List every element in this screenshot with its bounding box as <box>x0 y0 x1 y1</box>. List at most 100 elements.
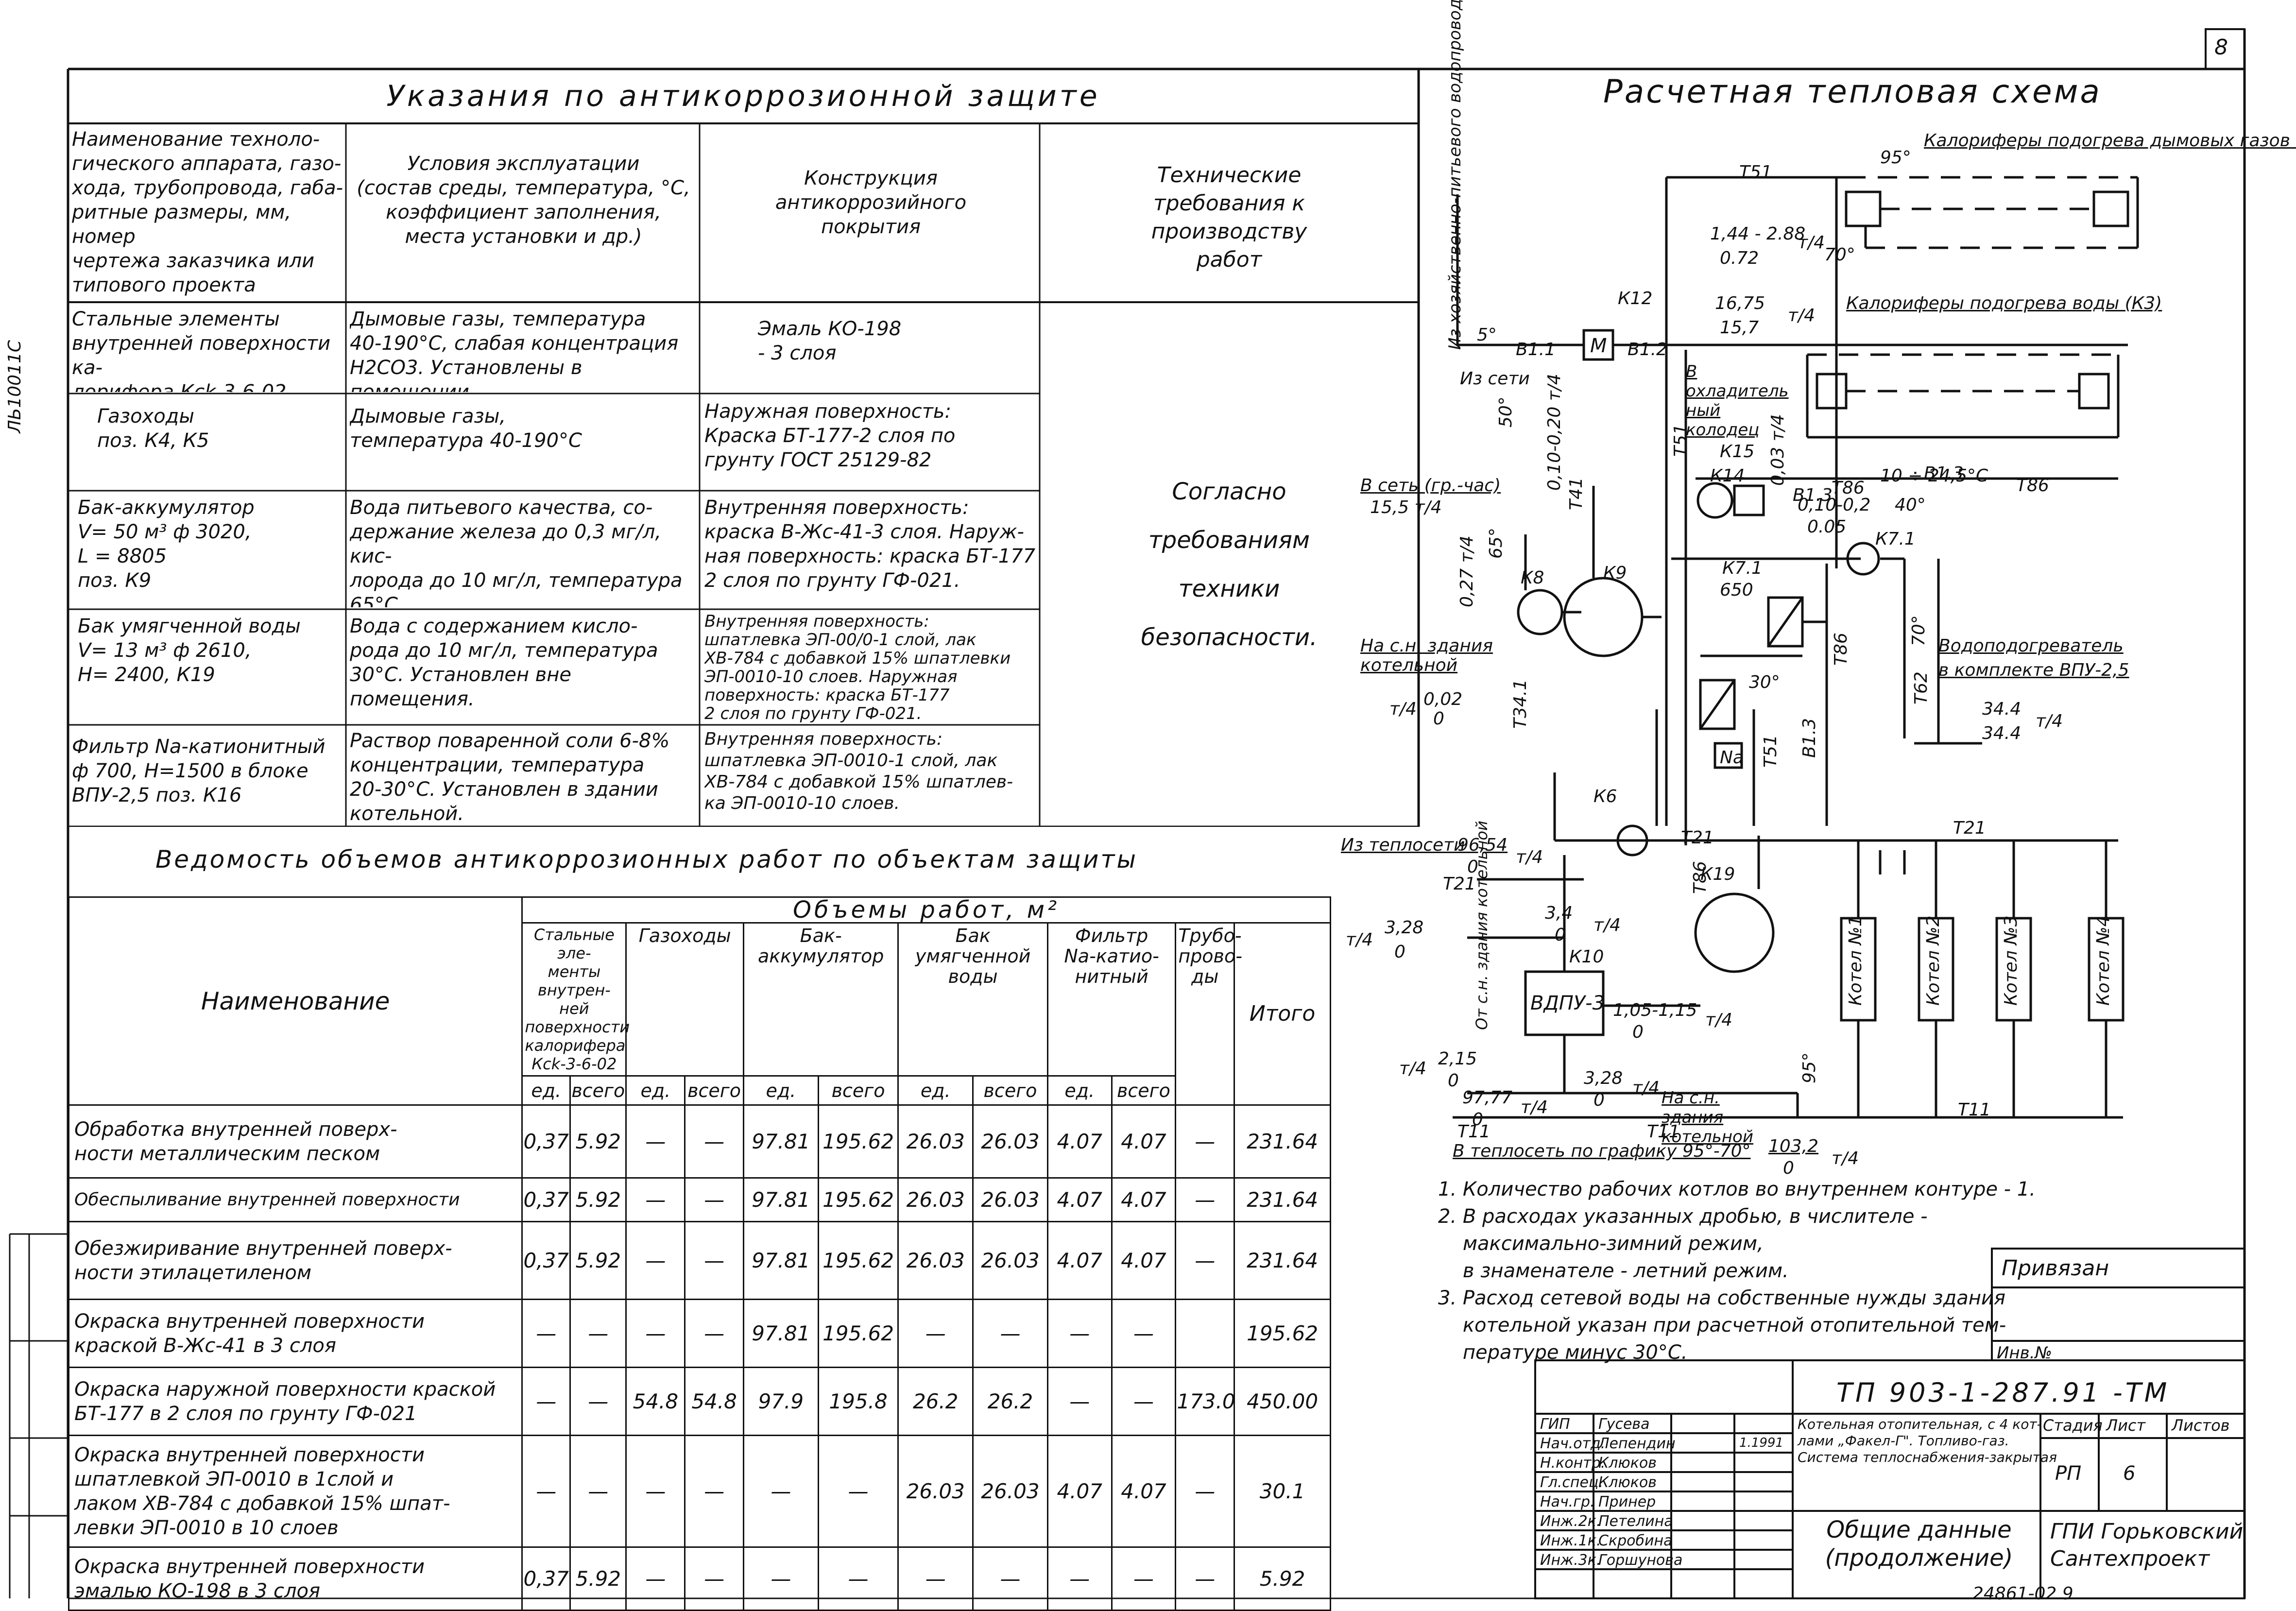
label-flow-9777: 97,77 <box>1462 1088 1513 1108</box>
table-row: Обработка внутренней поверх- ности метал… <box>68 1104 1331 1179</box>
tb-person-role: Инж.3к. <box>1540 1552 1601 1569</box>
tb-person-role: Инж.1к. <box>1540 1532 1601 1549</box>
label-flow-105: 1,05-1,15 <box>1613 1000 1697 1020</box>
label-t4-a: т/4 <box>1798 233 1825 253</box>
label-k9: К9 <box>1603 563 1627 583</box>
t2-cell: 26.2 <box>972 1367 1048 1436</box>
t2-cell: — <box>1046 1299 1113 1368</box>
label-t86-h: Т86 <box>1832 478 1865 498</box>
label-t4-f: т/4 <box>1593 915 1621 935</box>
t1-row1-coating: Эмаль КО-198 - 3 слоя <box>758 318 902 364</box>
t2-cell: 4.07 <box>1111 1221 1177 1300</box>
t1-row3-apparatus: Бак-аккумулятор V= 50 м³ ф 3020, L = 880… <box>78 497 255 592</box>
label-flow1: 1,44 - 2.88 <box>1710 224 1806 244</box>
tb-person-role: Н.контр. <box>1540 1455 1606 1472</box>
label-na-sn: На с.н. здания котельной <box>1360 636 1493 675</box>
t1-row2-conditions: Дымовые газы, температура 40-190°С <box>350 405 582 452</box>
t2-cell: 54.8 <box>684 1367 744 1436</box>
tb-person-name: Принер <box>1598 1493 1656 1510</box>
t1-row4-conditions: Вода с содержанием кисло- рода до 10 мг/… <box>350 615 658 710</box>
t1-row3-coating: Внутренняя поверхность: краска В-Жс-41-3… <box>704 497 1036 592</box>
t2-cell: 5.92 <box>569 1221 627 1300</box>
label-t21-b: Т21 <box>1953 818 1986 838</box>
note-line: 2. В расходах указанных дробью, в числит… <box>1438 1205 1928 1228</box>
label-t4-b: т/4 <box>1788 306 1816 326</box>
t2-row-name: Окраска внутренней поверхности эмалью КО… <box>68 1546 523 1611</box>
label-b11: В1.1 <box>1516 340 1556 360</box>
label-t4-d: т/4 <box>2036 711 2063 731</box>
label-deg70: 70° <box>1824 245 1855 265</box>
label-b12: В1.2 <box>1628 340 1667 360</box>
label-zero-f: 0 <box>1472 1110 1483 1130</box>
t2-cell: — <box>625 1546 686 1611</box>
t2-cell: — <box>1046 1367 1113 1436</box>
t2-cell: — <box>1111 1299 1177 1368</box>
t2-row-name: Обезжиривание внутренней поверх- ности э… <box>68 1221 523 1300</box>
t2-cell: 195.8 <box>817 1367 899 1436</box>
tb-sheets-h: Листов <box>2172 1416 2230 1435</box>
t2-cell: — <box>1175 1104 1235 1179</box>
label-flow-010: 0,10-0,2 <box>1798 495 1871 515</box>
t2-cell: — <box>521 1435 571 1548</box>
work-volumes-table: Наименование Объемы работ, м² Стальные э… <box>68 896 1331 1611</box>
t2-sub-all: всего <box>569 1075 627 1106</box>
label-val650: 650 <box>1720 580 1753 600</box>
t2-cell: — <box>521 1367 571 1436</box>
t2-cell: 4.07 <box>1111 1104 1177 1179</box>
t2-cell: — <box>1175 1177 1235 1222</box>
t2-cell: 26.03 <box>897 1435 974 1548</box>
t2-cell: 97.81 <box>742 1221 819 1300</box>
tb-person-name: Горшунова <box>1598 1552 1683 1569</box>
t2-cell: — <box>897 1299 974 1368</box>
label-t4-k: т/4 <box>1632 1078 1660 1098</box>
table1-title: Указания по антикоррозионной защите <box>386 79 1100 113</box>
label-flow-328: 3,28 <box>1385 918 1424 938</box>
t2-cell: 195.62 <box>817 1177 899 1222</box>
label-t21-a: Т21 <box>1681 828 1714 848</box>
t2-row-name: Обработка внутренней поверх- ности метал… <box>68 1104 523 1179</box>
label-v-set-val: 15,5 т/4 <box>1370 497 1442 517</box>
note-line: котельной указан при расчетной отопитель… <box>1438 1314 2006 1337</box>
label-v-teplo: В теплосеть по графику 95°-70° <box>1453 1141 1751 1161</box>
label-zero-e: 0 <box>1448 1071 1459 1091</box>
t2-cell: 195.62 <box>1234 1299 1331 1368</box>
label-k71-b: К7.1 <box>1722 558 1763 578</box>
label-zero-c: 0 <box>1394 942 1405 962</box>
t2-sub-ed: ед. <box>521 1075 571 1106</box>
tb-org: ГПИ Горьковский Сантехпроект <box>2050 1519 2244 1571</box>
tb-person-role: ГИП <box>1540 1416 1570 1433</box>
tb-stage-h: Стадия <box>2043 1416 2103 1435</box>
t1-requirements-merged: Согласно требованиям техники безопасност… <box>1141 478 1318 651</box>
t1-row5-conditions: Раствор поваренной соли 6-8% концентраци… <box>350 730 670 823</box>
label-flow-328b: 3,28 <box>1584 1068 1623 1088</box>
t1-header-requirements: Технические требования к производству ра… <box>1151 163 1307 272</box>
t1-row1-conditions: Дымовые газы, температура 40-190°С, слаб… <box>350 308 679 392</box>
t2-row-name: Окраска внутренней поверхности шпатлевко… <box>68 1435 523 1548</box>
label-t4-g: т/4 <box>1346 930 1373 950</box>
t2-cell: — <box>1046 1546 1113 1611</box>
t2-cell: 0,37 <box>521 1104 571 1179</box>
t2-cell: 4.07 <box>1046 1177 1113 1222</box>
label-t4-i: т/4 <box>1399 1059 1427 1079</box>
t2-group-filter: Фильтр Na-катио- нитный <box>1046 922 1177 1077</box>
label-flow2: 16,75 <box>1715 293 1765 313</box>
t2-sub-all: всего <box>1111 1075 1177 1106</box>
label-zero-a: 0 <box>1467 857 1478 877</box>
t2-cell: — <box>1111 1546 1177 1611</box>
t2-cell: 4.07 <box>1111 1177 1177 1222</box>
label-t4-l: т/4 <box>1832 1148 1859 1168</box>
t1-row1-apparatus: Стальные элементы внутренней поверхности… <box>72 308 331 392</box>
t2-cell: — <box>972 1546 1048 1611</box>
label-t4-c: т/4 <box>1389 699 1417 719</box>
tb-inv: Инв.№ <box>1997 1343 2052 1363</box>
label-t21-c: Т21 <box>1443 874 1476 894</box>
label-k8: К8 <box>1521 568 1544 588</box>
t1-row2-coating: Наружная поверхность: Краска БТ-177-2 сл… <box>704 400 956 471</box>
label-b13b: В1.3 <box>1924 463 1964 483</box>
t2-sub-all: всего <box>972 1075 1048 1106</box>
table-row: Обезжиривание внутренней поверх- ности э… <box>68 1221 1331 1300</box>
t1-row5-apparatus: Фильтр Na-катионитный ф 700, Н=1500 в бл… <box>72 736 326 806</box>
t1-header-coating: Конструкция антикоррозийного покрытия <box>775 167 967 238</box>
label-flow-215: 2,15 <box>1438 1049 1477 1069</box>
label-v-ohl: В охладитель ный колодец <box>1686 362 1789 440</box>
